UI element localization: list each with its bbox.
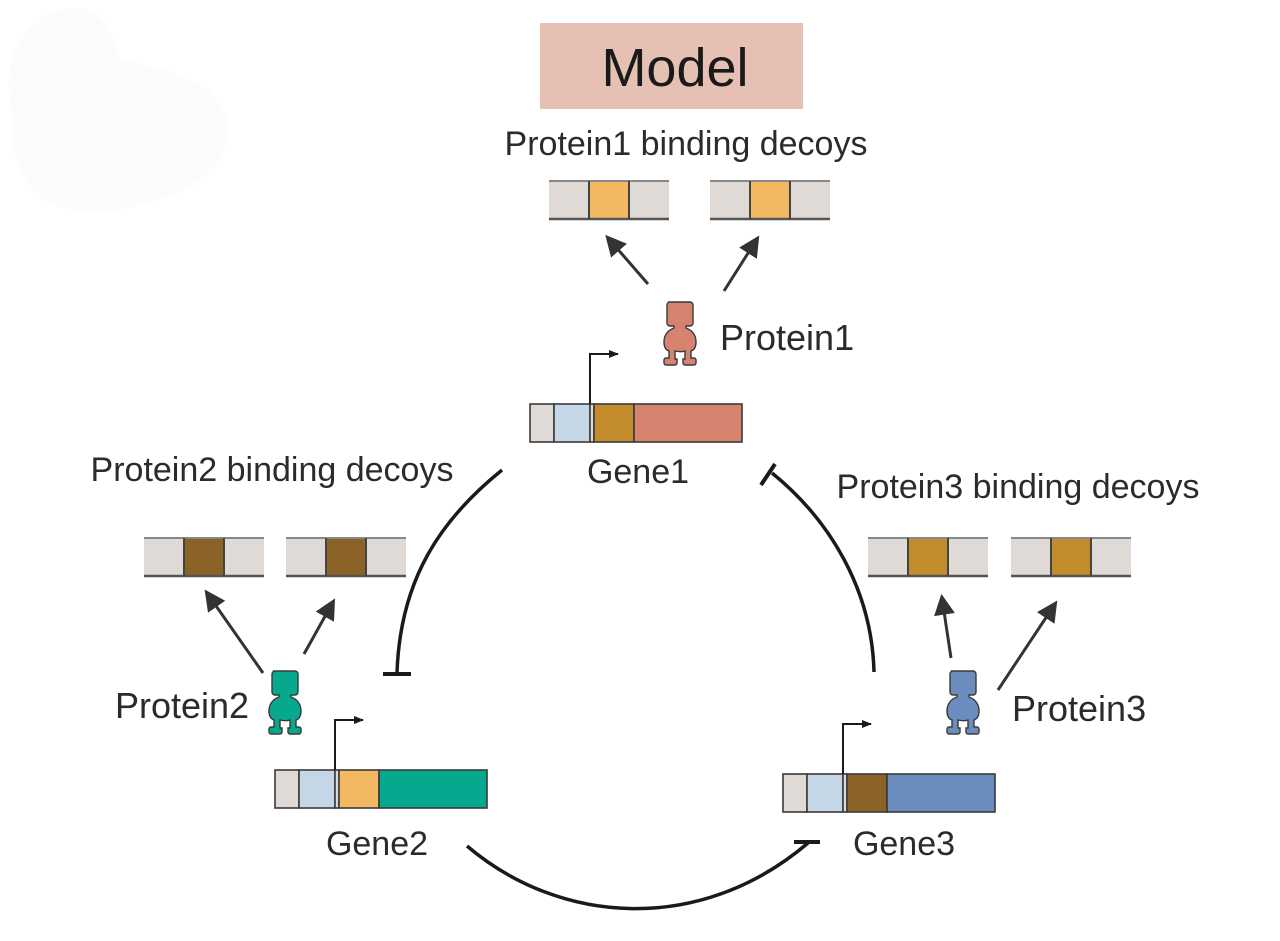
gene-promoter [553,403,591,443]
title-background [540,23,803,109]
decoy-binding-site [184,538,224,576]
protein1-decoy-2 [710,180,830,221]
title-box: Model [540,23,803,109]
protein1-decoys-label: Protein1 binding decoys [505,125,868,163]
protein2-decoys-label: Protein2 binding decoys [91,451,454,489]
transcription-start-arrow-icon [589,350,619,404]
decoy-flank [366,538,406,576]
binding-arrow [934,593,955,659]
gene-binding-site [846,773,888,813]
transcription-start-arrow-icon [334,716,364,770]
gene-flank [274,769,300,809]
repression-gene2-to-gene3 [465,840,820,911]
repression-gene1-to-gene2 [383,468,504,676]
decoy-flank [710,181,750,219]
protein1-decoy-1 [549,180,669,221]
protein3-decoy-2 [1011,537,1131,578]
decoy-flank [549,181,589,219]
gene1-label: Gene1 [587,453,689,491]
decoy-flank [1011,538,1051,576]
binding-arrow [605,234,650,285]
decoy-flank [144,538,184,576]
gene-binding-site [338,769,380,809]
binding-arrow [996,600,1058,691]
gene3-construct [782,720,996,813]
decoy-flank [868,538,908,576]
decoy-binding-site [908,538,948,576]
decoy-binding-site [326,538,366,576]
gene-promoter [298,769,336,809]
decoy-flank [224,538,264,576]
gene-binding-site [593,403,635,443]
gene2-construct [274,716,488,809]
inhibition-bar-icon [759,462,777,487]
protein2-decoy-2 [286,537,406,578]
protein3-label: Protein3 [1012,688,1146,729]
protein3-decoys-label: Protein3 binding decoys [837,468,1200,506]
protein1-icon [663,301,697,366]
protein2-label: Protein2 [115,685,249,726]
protein1-label: Protein1 [720,317,854,358]
binding-arrow [204,589,265,674]
gene1-construct [529,350,743,443]
protein3-icon [946,670,980,735]
background-blob [9,8,229,213]
decoy-flank [629,181,669,219]
gene-flank [782,773,808,813]
protein2-icon [268,670,302,735]
binding-arrow [302,598,336,655]
binding-arrow [722,235,760,292]
decoy-binding-site [589,181,629,219]
decoy-binding-site [1051,538,1091,576]
title-text: Model [601,38,748,98]
decoy-binding-site [750,181,790,219]
decoy-flank [286,538,326,576]
gene-flank [529,403,555,443]
protein2-decoy-1 [144,537,264,578]
gene-coding-region [633,403,743,443]
gene-coding-region [378,769,488,809]
gene3-label: Gene3 [853,825,955,863]
decoy-flank [790,181,830,219]
decoy-flank [1091,538,1131,576]
transcription-start-arrow-icon [842,720,872,774]
decoy-flank [948,538,988,576]
repression-gene3-to-gene1 [759,462,876,673]
gene2-label: Gene2 [326,825,428,863]
protein3-decoy-1 [868,537,988,578]
gene-promoter [806,773,844,813]
gene-coding-region [886,773,996,813]
